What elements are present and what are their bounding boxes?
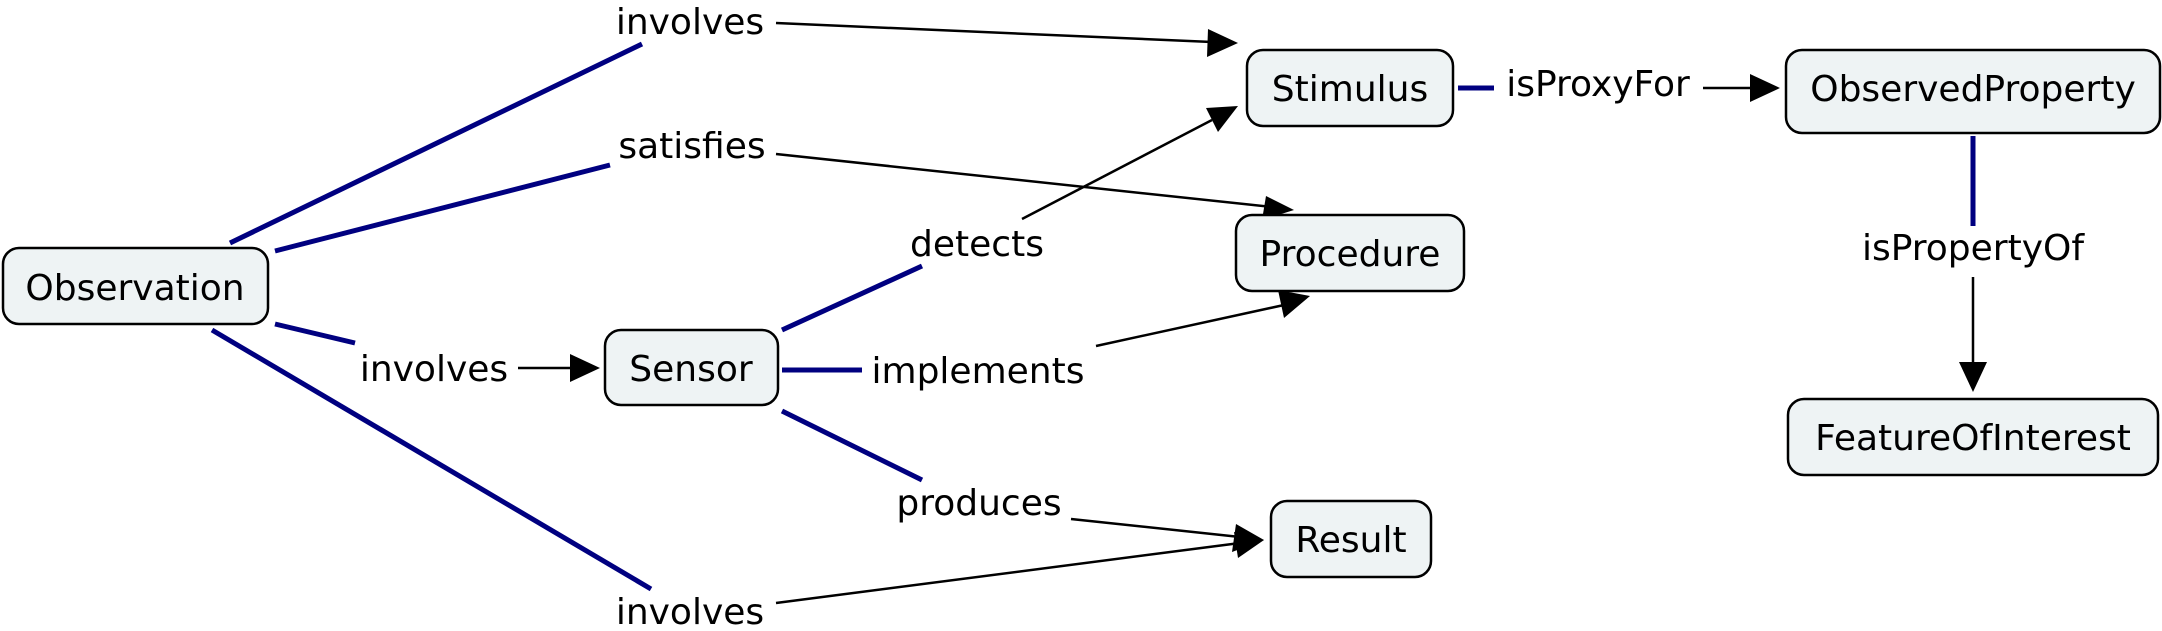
arrowhead-stimulus-detects xyxy=(1206,106,1238,132)
node-feature-of-interest[interactable]: FeatureOfInterest xyxy=(1786,397,2160,477)
arrowhead-procedure-implements xyxy=(1278,290,1310,318)
node-observed-property[interactable]: ObservedProperty xyxy=(1784,48,2162,135)
node-procedure-label: Procedure xyxy=(1260,234,1441,275)
node-stimulus-label: Stimulus xyxy=(1272,69,1428,110)
arrowhead-stimulus xyxy=(1207,29,1238,57)
arrow-line-implements-procedure xyxy=(1095,303,1285,348)
node-sensor-label: Sensor xyxy=(629,349,753,390)
link-labels: involves satisfies involves involves det… xyxy=(360,2,2086,631)
node-result-label: Result xyxy=(1295,520,1406,561)
node-stimulus[interactable]: Stimulus xyxy=(1245,48,1455,128)
arrow-line-produces-result xyxy=(1070,517,1241,539)
connector-obs-involves-top xyxy=(228,41,644,246)
connectors-black xyxy=(518,21,1987,605)
label-sensor-produces: produces xyxy=(896,483,1061,524)
label-stimulus-isproxyfor: isProxyFor xyxy=(1506,64,1690,105)
connector-obs-involves-result xyxy=(210,327,653,592)
connector-obs-satisfies xyxy=(274,162,611,254)
arrowhead-result-involves xyxy=(1234,532,1264,558)
label-obs-involves-stimulus: involves xyxy=(616,2,764,43)
label-sensor-implements: implements xyxy=(872,351,1085,392)
node-feature-of-interest-label: FeatureOfInterest xyxy=(1815,418,2131,459)
arrow-line-satisfies-procedure xyxy=(775,152,1273,209)
label-obs-satisfies-procedure: satisfies xyxy=(618,126,765,167)
node-observed-property-label: ObservedProperty xyxy=(1810,69,2136,110)
arrow-line-involves-result xyxy=(775,541,1241,605)
connector-sensor-produces xyxy=(780,408,924,483)
node-observation-label: Observation xyxy=(25,268,244,309)
label-sensor-detects: detects xyxy=(910,224,1044,265)
node-result[interactable]: Result xyxy=(1269,499,1433,579)
node-procedure[interactable]: Procedure xyxy=(1234,213,1466,293)
connector-sensor-detects xyxy=(780,263,924,333)
arrow-line-involves-stimulus xyxy=(775,21,1213,44)
label-property-ispropertyof: isPropertyOf xyxy=(1862,228,2085,269)
node-observation[interactable]: Observation xyxy=(1,246,270,326)
label-obs-involves-result: involves xyxy=(616,592,764,631)
label-obs-involves-sensor: involves xyxy=(360,349,508,390)
connector-obs-involves-sensor xyxy=(274,321,356,346)
arrow-line-detects-stimulus xyxy=(1021,118,1213,221)
arrowhead-observedproperty xyxy=(1750,74,1780,102)
connectors-blue xyxy=(210,41,1976,592)
node-sensor[interactable]: Sensor xyxy=(603,328,780,407)
arrowhead-featureofinterest xyxy=(1959,362,1987,392)
arrowhead-sensor xyxy=(570,354,600,382)
